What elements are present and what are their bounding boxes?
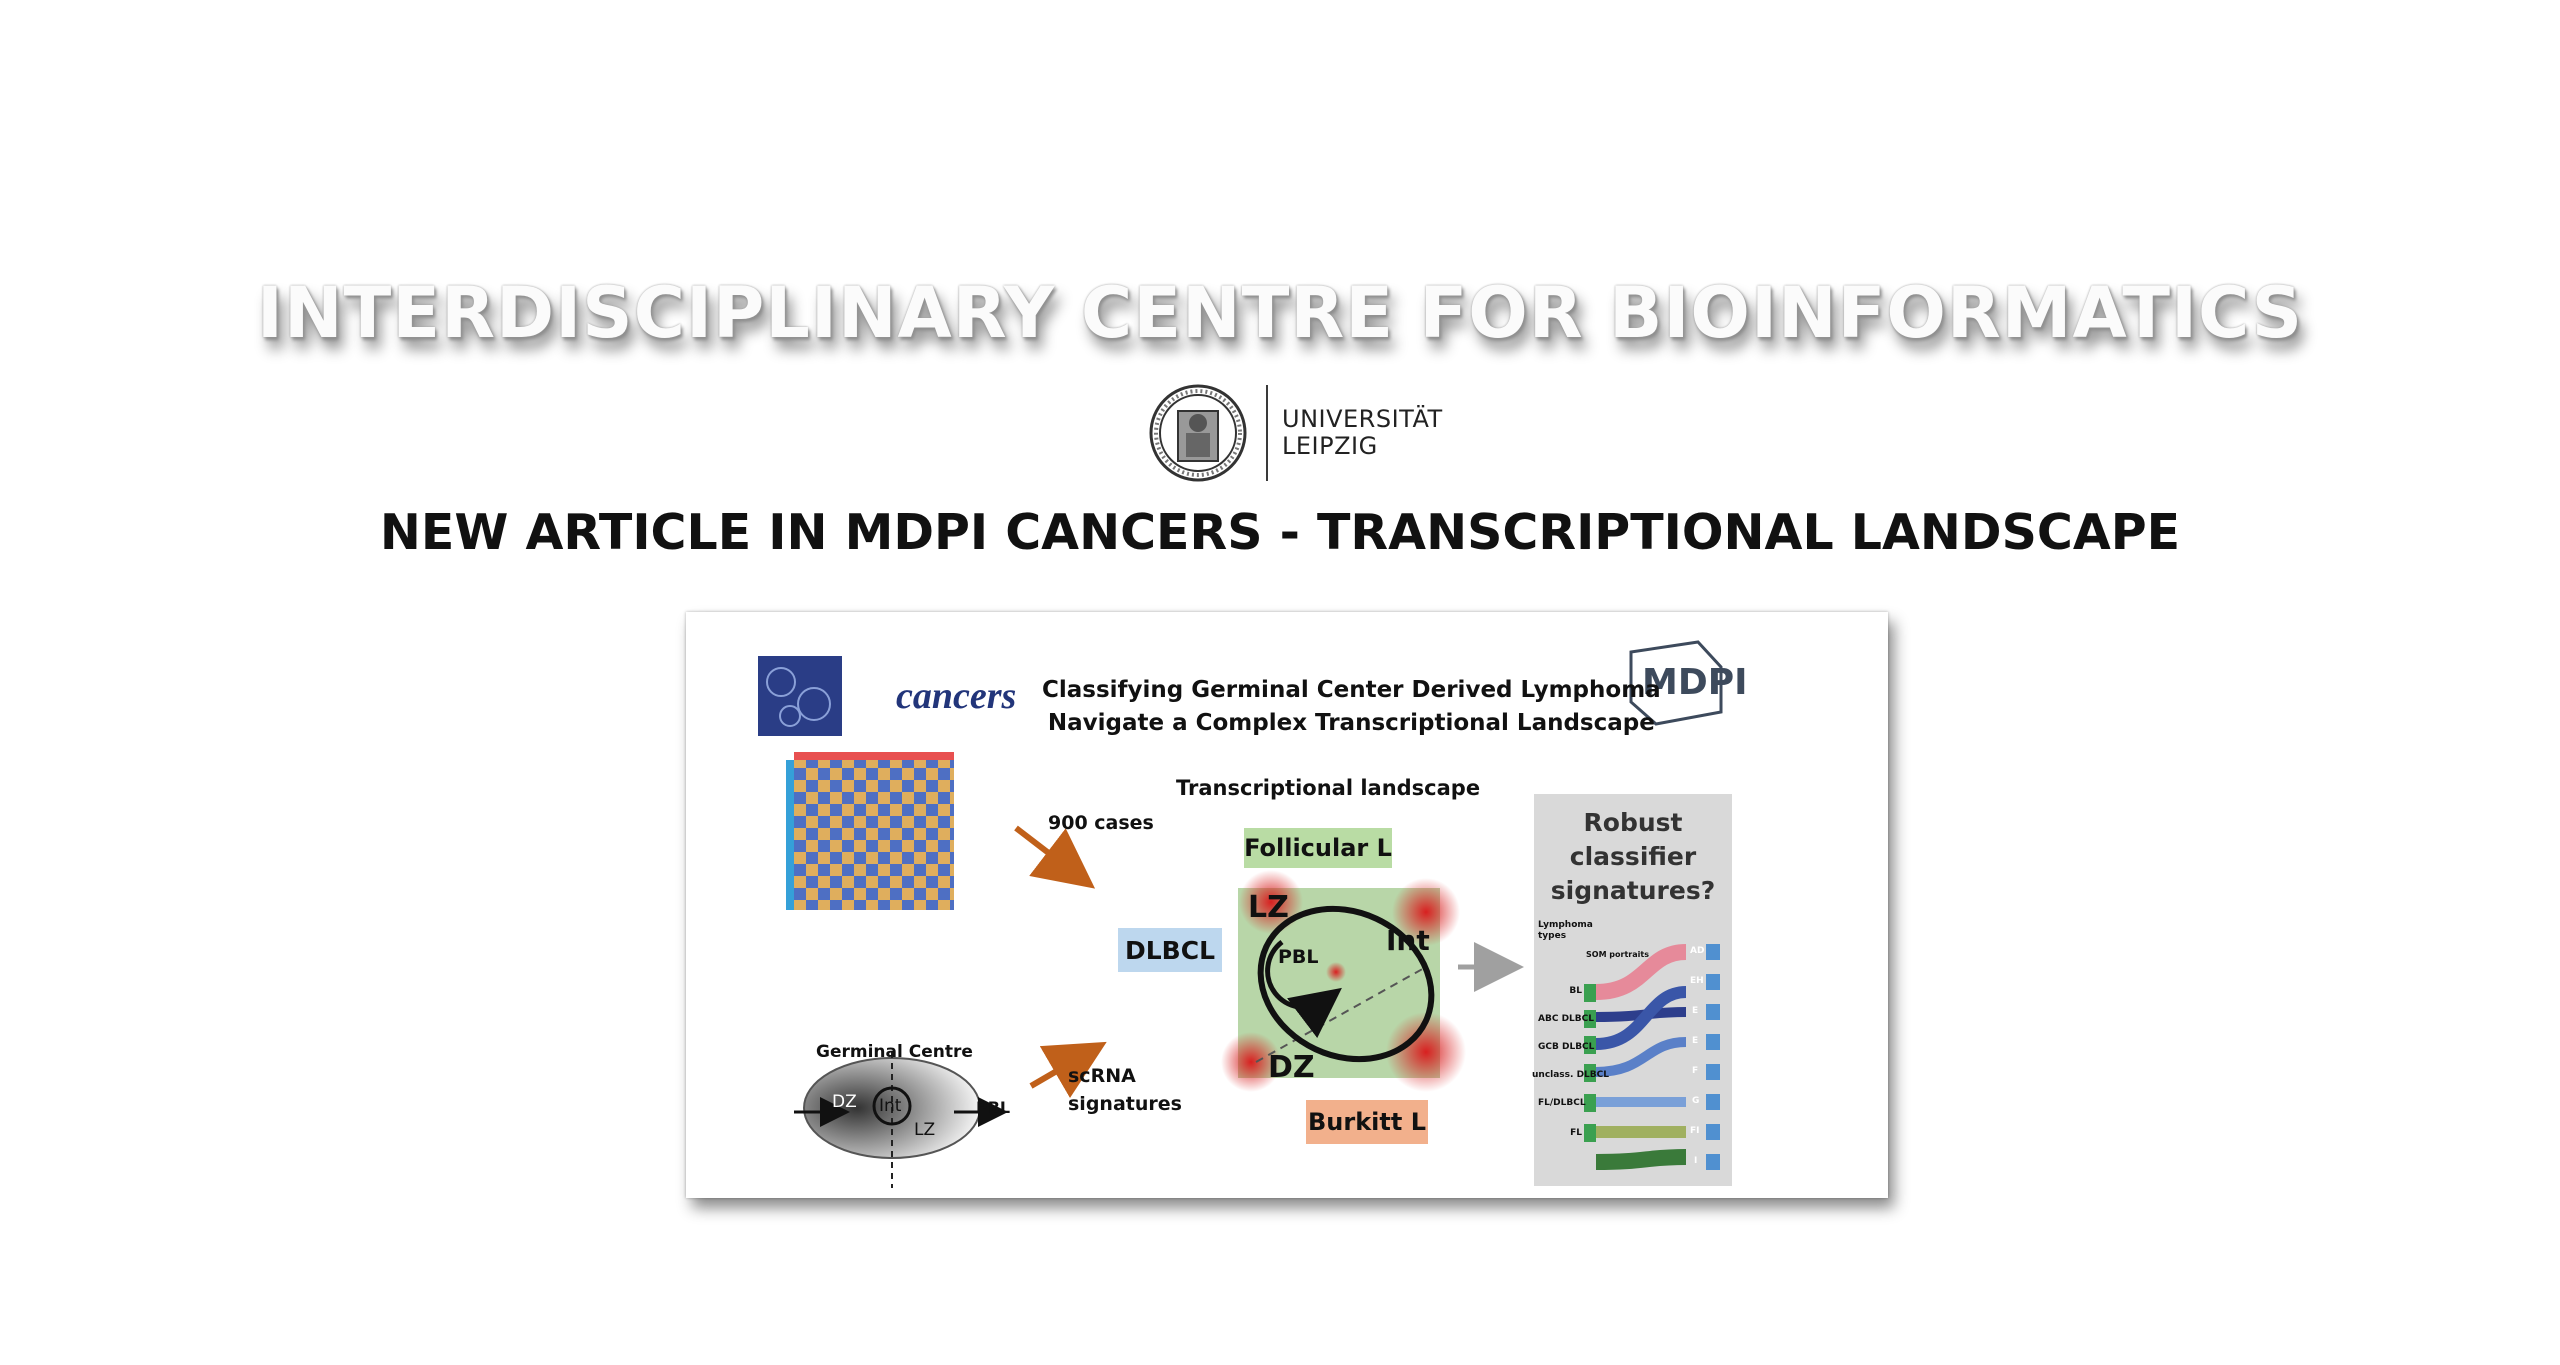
follicular-box: Follicular L bbox=[1244, 828, 1392, 868]
sankey-flows bbox=[1595, 944, 1687, 1170]
sankey-left-title1: Lymphoma bbox=[1538, 920, 1593, 930]
sankey-left-label: FL/DLBCL bbox=[1538, 1098, 1586, 1108]
sankey-right-label: AD bbox=[1690, 946, 1705, 956]
robust-label: Robust classifier signatures? bbox=[1534, 806, 1732, 908]
heatmap bbox=[794, 760, 954, 910]
university-line1: UNIVERSITÄT bbox=[1282, 405, 1443, 433]
scrna-line1: scRNA bbox=[1068, 1065, 1136, 1087]
int-label: Int bbox=[1386, 924, 1430, 957]
robust-line1: Robust bbox=[1583, 808, 1683, 837]
headline: NEW ARTICLE IN MDPI CANCERS - TRANSCRIPT… bbox=[379, 504, 2181, 561]
article-title: Classifying Germinal Center Derived Lymp… bbox=[1042, 674, 1661, 740]
sankey-portraits bbox=[1584, 944, 1720, 1170]
scrna-line2: signatures bbox=[1068, 1093, 1182, 1115]
university-line2: LEIPZIG bbox=[1282, 432, 1378, 460]
figure-graphics bbox=[758, 640, 1732, 1188]
mdpi-logo-icon bbox=[1629, 640, 1723, 726]
burkitt-box: Burkitt L bbox=[1306, 1100, 1428, 1144]
university-seal-icon bbox=[1149, 384, 1247, 482]
sankey-left-title: Lymphoma types bbox=[1538, 920, 1593, 942]
robust-line2: classifier bbox=[1569, 842, 1697, 871]
centre-title: INTERDISCIPLINARY CENTRE FOR BIOINFORMAT… bbox=[256, 272, 2304, 354]
publisher-logo: MDPI bbox=[1642, 662, 1748, 703]
logo-divider bbox=[1266, 385, 1268, 481]
gc-dz-label: DZ bbox=[832, 1092, 857, 1112]
arrow-scrna bbox=[1029, 1041, 1107, 1099]
sankey-left-label: BL bbox=[1569, 986, 1582, 996]
graphical-abstract: cancers MDPI Classifying Germinal Center… bbox=[686, 612, 1888, 1198]
sankey-right-label: EH bbox=[1690, 976, 1704, 986]
gc-lz-label: LZ bbox=[914, 1120, 936, 1140]
gc-int-label: Int bbox=[879, 1096, 902, 1116]
sankey-som-label: SOM portraits bbox=[1586, 950, 1649, 959]
lz-label: LZ bbox=[1248, 890, 1289, 925]
sankey-right-label: E bbox=[1692, 1006, 1699, 1016]
sankey-left-label: FL bbox=[1570, 1128, 1582, 1138]
sankey-left-label: ABC DLBCL bbox=[1538, 1014, 1594, 1024]
sankey-right-label: I bbox=[1694, 1156, 1698, 1166]
sankey-right-label: E bbox=[1692, 1036, 1699, 1046]
sankey-left-title2: types bbox=[1538, 931, 1567, 941]
article-title-line2: Navigate a Complex Transcriptional Lands… bbox=[1047, 710, 1655, 736]
arrow-cases bbox=[1014, 825, 1096, 889]
sankey-right-label: G bbox=[1692, 1096, 1700, 1106]
pbl-label: PBL bbox=[1278, 946, 1319, 968]
sankey-left-label: GCB DLBCL bbox=[1538, 1042, 1595, 1052]
gc-pbl-label: PBL bbox=[976, 1098, 1011, 1117]
dz-label: DZ bbox=[1268, 1050, 1315, 1085]
germinal-centre-title: Germinal Centre bbox=[816, 1042, 973, 1062]
university-logo: UNIVERSITÄT LEIPZIG bbox=[1148, 383, 1443, 483]
sankey-left-label: unclass. DLBCL bbox=[1532, 1070, 1609, 1080]
journal-name: cancers bbox=[896, 675, 1017, 717]
cases-label: 900 cases bbox=[1048, 812, 1154, 834]
robust-line3: signatures? bbox=[1550, 876, 1716, 905]
dlbcl-box: DLBCL bbox=[1118, 928, 1222, 972]
sankey-right-label: FI bbox=[1690, 1126, 1700, 1136]
article-title-line1: Classifying Germinal Center Derived Lymp… bbox=[1042, 677, 1661, 703]
sankey-right-label: F bbox=[1692, 1066, 1699, 1076]
scrna-label: scRNA signatures bbox=[1068, 1062, 1182, 1118]
landscape-title: Transcriptional landscape bbox=[1176, 776, 1481, 800]
university-name: UNIVERSITÄT LEIPZIG bbox=[1282, 406, 1443, 460]
